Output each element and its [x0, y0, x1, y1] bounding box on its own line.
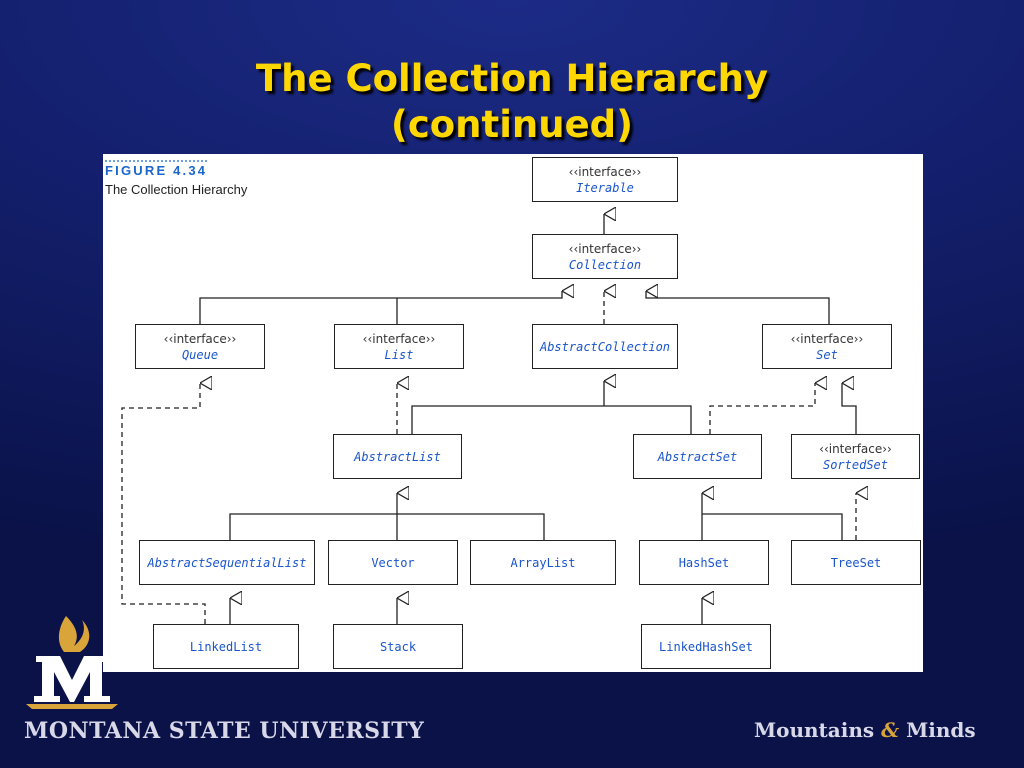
slide-title-line2: (continued) [390, 103, 634, 146]
node-name: AbstractSequentialList [147, 555, 307, 570]
stereotype-label: ‹‹interface›› [568, 164, 642, 179]
node-name: LinkedHashSet [659, 639, 753, 654]
node-name: Vector [371, 555, 415, 570]
node-list: ‹‹interface›› List [334, 324, 464, 369]
node-abstract-list: AbstractList [333, 434, 462, 479]
node-name: Set [816, 347, 838, 362]
node-linked-hash-set: LinkedHashSet [641, 624, 771, 669]
node-name: LinkedList [189, 639, 263, 654]
figure-label: FIGURE 4.34 [105, 160, 208, 178]
node-queue: ‹‹interface›› Queue [135, 324, 265, 369]
node-linked-list: LinkedList [153, 624, 299, 669]
edge-abstractset-set [709, 383, 815, 434]
motto-right: Minds [906, 718, 976, 742]
node-name: Stack [379, 639, 417, 654]
node-name: Collection [568, 257, 642, 272]
msu-logo-icon [26, 616, 118, 709]
node-set: ‹‹interface›› Set [762, 324, 892, 369]
node-name: AbstractCollection [539, 339, 671, 354]
node-name: TreeSet [830, 555, 882, 570]
stereotype-label: ‹‹interface›› [163, 331, 237, 346]
figure-caption: The Collection Hierarchy [105, 182, 248, 197]
node-vector: Vector [328, 540, 458, 585]
stereotype-label: ‹‹interface›› [790, 331, 864, 346]
motto-ampersand: & [881, 718, 900, 742]
stereotype-label: ‹‹interface›› [362, 331, 436, 346]
slide-title: The Collection Hierarchy (continued) [0, 56, 1024, 148]
node-name: HashSet [678, 555, 730, 570]
node-stack: Stack [333, 624, 463, 669]
motto-left: Mountains [754, 718, 875, 742]
edge-list-impl-bar [229, 513, 545, 540]
node-abstract-sequential-list: AbstractSequentialList [139, 540, 315, 585]
node-name: Iterable [576, 180, 634, 195]
diagram-panel [103, 154, 923, 672]
stereotype-label: ‹‹interface›› [819, 441, 892, 456]
edge-queue-list-collection [199, 291, 562, 324]
edge-linkedlist-queue [121, 383, 205, 624]
node-name: AbstractSet [657, 449, 738, 464]
node-abstract-collection: AbstractCollection [532, 324, 678, 369]
node-iterable: ‹‹interface›› Iterable [532, 157, 678, 202]
node-array-list: ArrayList [470, 540, 616, 585]
node-name: List [384, 347, 414, 362]
node-name: SortedSet [822, 457, 889, 472]
edge-sortedset-set [841, 383, 857, 434]
node-tree-set: TreeSet [791, 540, 921, 585]
edge-abstract-bar [411, 405, 692, 434]
university-name: MONTANA STATE UNIVERSITY [24, 718, 425, 744]
node-name: ArrayList [510, 555, 576, 570]
edge-treeset-bar [702, 513, 843, 540]
node-abstract-set: AbstractSet [633, 434, 762, 479]
node-name: AbstractList [354, 449, 441, 464]
node-hash-set: HashSet [639, 540, 769, 585]
university-motto: Mountains & Minds [754, 718, 976, 742]
slide-title-line1: The Collection Hierarchy [255, 57, 769, 100]
node-name: Queue [181, 347, 219, 362]
stereotype-label: ‹‹interface›› [568, 241, 642, 256]
node-collection: ‹‹interface›› Collection [532, 234, 678, 279]
edge-set-collection [645, 291, 830, 324]
node-sorted-set: ‹‹interface›› SortedSet [791, 434, 920, 479]
